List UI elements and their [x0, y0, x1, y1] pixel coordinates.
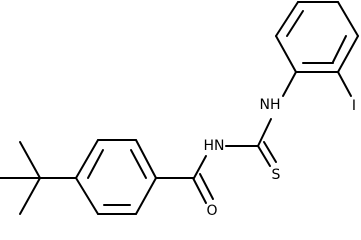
- bond-thiocarbonyl-double-2: [263, 141, 277, 163]
- ring-b-bond-5: [337, 35, 359, 73]
- ring-a-double-1: [87, 149, 104, 179]
- ring-a-double-2: [130, 149, 147, 179]
- ring-a-bond-1: [75, 139, 99, 179]
- bond-nh-to-aryl: [282, 71, 297, 97]
- bond-tbutyl-methyl-top: [19, 141, 41, 179]
- ring-a-bond-3: [135, 139, 157, 179]
- ring-a-bond-4: [135, 177, 157, 215]
- bond-carbonyl-double-1: [192, 177, 207, 204]
- bond-thiocarbonyl-double-1: [257, 145, 271, 167]
- atom-labels: HN NH O S I: [204, 97, 357, 219]
- bond-carbonyl-double-2: [199, 173, 214, 200]
- bond-carbonyl-to-nh: [193, 155, 207, 179]
- iodophenyl-ring: [275, 1, 359, 97]
- oxygen-label: O: [206, 203, 217, 219]
- bond-tbutyl-methyl-bottom: [19, 177, 41, 215]
- sulfur-label: S: [272, 167, 281, 183]
- amide-nh-label: HN: [204, 138, 225, 154]
- bond-thiocarbonyl-to-nh: [257, 118, 272, 147]
- amide-linkage: [155, 155, 214, 204]
- ring-b-bond-1: [275, 35, 297, 73]
- bond-ring-to-iodine: [337, 71, 352, 97]
- tert-butyl-group: [0, 141, 77, 215]
- thioamide-nh-label: NH: [260, 97, 281, 113]
- ring-b-double-2: [332, 35, 347, 63]
- ring-a-bond-6: [75, 177, 99, 215]
- iodine-label: I: [352, 98, 356, 114]
- chemical-structure-diagram: HN NH O S I: [0, 1, 359, 219]
- ring-b-bond-4: [337, 1, 359, 37]
- thiourea-linkage: [225, 71, 297, 167]
- benzoyl-ring: [75, 139, 157, 215]
- ring-b-double-1: [286, 10, 304, 37]
- structure-canvas: HN NH O S I: [0, 0, 361, 219]
- ring-b-bond-2: [275, 1, 299, 37]
